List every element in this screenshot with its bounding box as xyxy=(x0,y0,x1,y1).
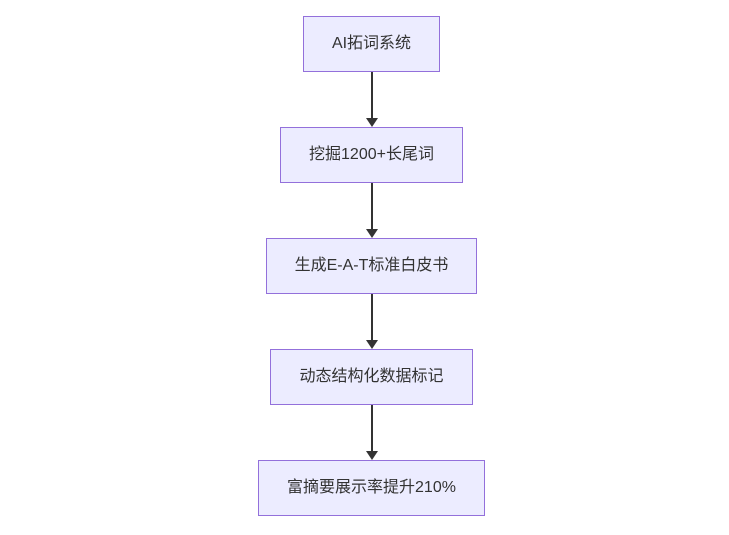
flow-node-label: 生成E-A-T标准白皮书 xyxy=(294,257,449,274)
flow-node-rich-snippet-uplift: 富摘要展示率提升210% xyxy=(258,460,485,516)
arrow-head-icon xyxy=(365,229,378,238)
arrow-down-1 xyxy=(365,72,378,127)
flow-node-label: 挖掘1200+长尾词 xyxy=(309,146,434,163)
flowchart-column: AI拓词系统 挖掘1200+长尾词 生成E-A-T标准白皮书 动态结构化数据标记 xyxy=(0,16,729,516)
arrow-line xyxy=(370,294,373,340)
arrow-line xyxy=(370,72,373,118)
arrow-head-icon xyxy=(365,340,378,349)
arrow-down-4 xyxy=(365,405,378,460)
flow-node-label: AI拓词系统 xyxy=(331,35,412,52)
arrow-head-icon xyxy=(365,451,378,460)
flow-node-label: 富摘要展示率提升210% xyxy=(287,479,456,496)
flow-node-longtail-mining: 挖掘1200+长尾词 xyxy=(280,127,463,183)
flow-node-structured-data-markup: 动态结构化数据标记 xyxy=(270,349,473,405)
arrow-head-icon xyxy=(365,118,378,127)
flow-node-label: 动态结构化数据标记 xyxy=(299,368,444,385)
arrow-down-3 xyxy=(365,294,378,349)
flow-node-eat-whitepaper: 生成E-A-T标准白皮书 xyxy=(265,238,478,294)
flow-node-ai-word-system: AI拓词系统 xyxy=(302,16,441,72)
arrow-down-2 xyxy=(365,183,378,238)
arrow-line xyxy=(370,405,373,451)
arrow-line xyxy=(370,183,373,229)
